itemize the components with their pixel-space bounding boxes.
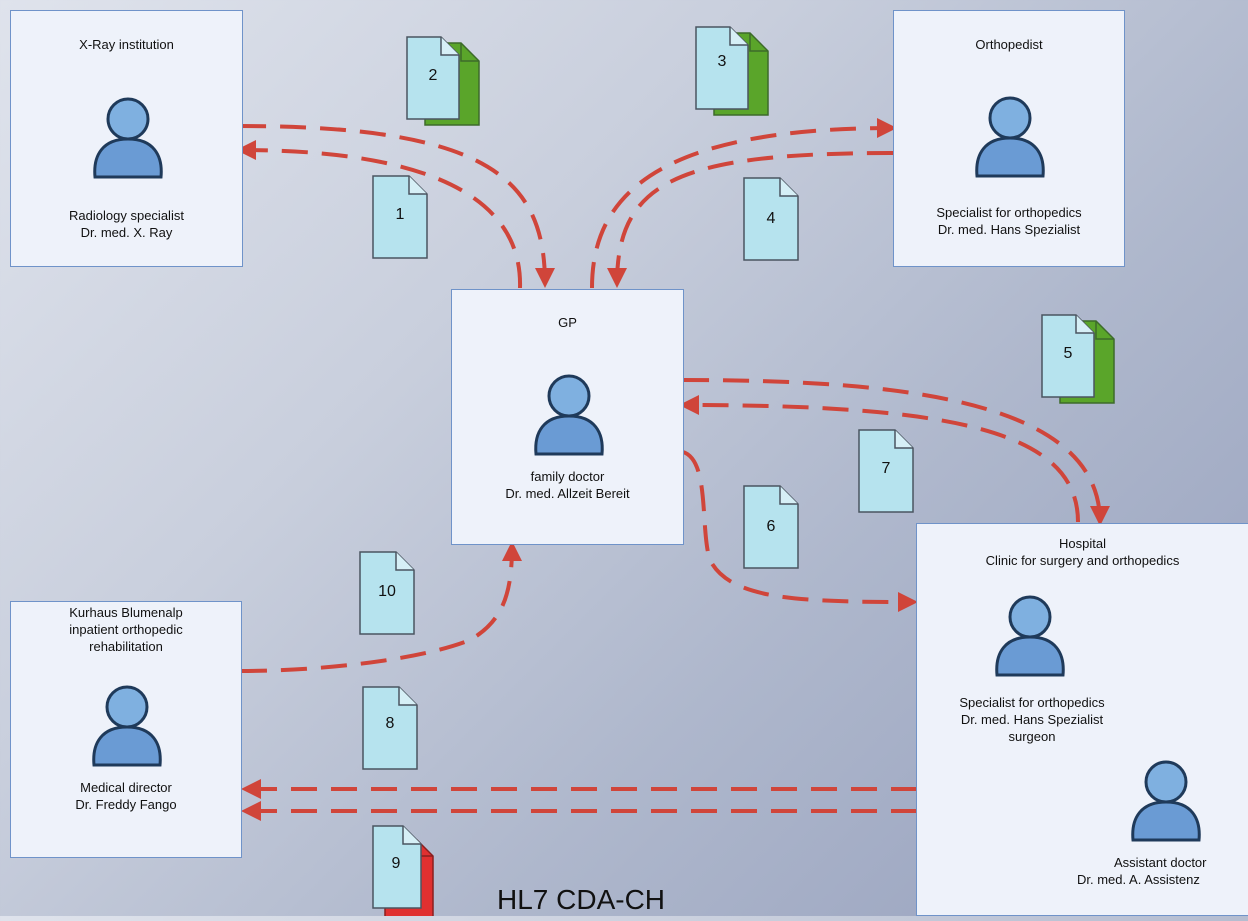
node-gp: GP family doctor Dr. med. Allzeit Bereit (451, 289, 684, 545)
diagram-title: HL7 CDA-CH (497, 884, 666, 915)
rehab-type: inpatient orthopedic (69, 622, 183, 637)
assistant-name: Dr. med. A. Assistenz (1077, 872, 1200, 887)
document-6: 6 (742, 484, 800, 570)
person-icon (975, 96, 1045, 178)
person-icon (995, 595, 1065, 677)
person-extra-role: surgeon (1008, 729, 1056, 744)
node-rehab: Kurhaus Blumenalp inpatient orthopedic r… (10, 601, 242, 858)
role-label: Radiology specialist (69, 208, 184, 223)
arrow-hospital-to-gp (679, 395, 1080, 523)
document-number: 9 (391, 855, 401, 872)
node-title: Kurhaus Blumenalp inpatient orthopedic r… (11, 604, 241, 655)
role-label: Medical director (80, 780, 172, 795)
arrow-gp-to-hospital-a (682, 378, 1110, 526)
role-label: family doctor (530, 469, 605, 484)
document-number: 7 (881, 460, 891, 477)
document-stack-icon (1041, 314, 1115, 404)
document-10: 10 (358, 550, 416, 636)
document-number: 1 (395, 206, 405, 223)
document-icon (743, 177, 799, 261)
document-stack-icon (406, 36, 480, 126)
node-details: family doctor Dr. med. Allzeit Bereit (452, 468, 683, 502)
document-number: 10 (378, 583, 396, 600)
assistant-role: Assistant doctor (1114, 855, 1207, 870)
node-details: Specialist for orthopedics Dr. med. Hans… (917, 694, 1147, 745)
arrow-gp-to-ortho (590, 118, 897, 289)
person-icon (534, 374, 604, 456)
rehab-type-2: rehabilitation (89, 639, 163, 654)
person-name: Dr. med. Hans Spezialist (937, 222, 1081, 237)
document-2: 2 (405, 35, 481, 127)
document-number: 6 (766, 518, 776, 535)
document-stack-icon (695, 26, 769, 116)
arrow-ortho-to-gp (607, 151, 894, 288)
node-title: Hospital Clinic for surgery and orthoped… (917, 535, 1248, 569)
person-name: Dr. Freddy Fango (75, 797, 177, 812)
person-name: Dr. med. Hans Spezialist (960, 712, 1104, 727)
node-details: Radiology specialist Dr. med. X. Ray (11, 207, 242, 241)
document-stack-icon (372, 825, 434, 921)
document-9: 9 (371, 824, 435, 921)
document-number: 2 (428, 67, 438, 84)
document-icon (743, 485, 799, 569)
person-icon (92, 685, 162, 767)
document-icon (372, 175, 428, 259)
node-hospital: Hospital Clinic for surgery and orthoped… (916, 523, 1248, 916)
document-icon (362, 686, 418, 770)
node-details: Specialist for orthopedics Dr. med. Hans… (894, 204, 1124, 238)
document-7: 7 (857, 428, 915, 514)
role-label: Specialist for orthopedics (959, 695, 1105, 710)
assistant-details: Assistant doctor Dr. med. A. Assistenz (1077, 854, 1248, 888)
node-title: GP (558, 315, 577, 330)
arrow-gp-to-xray (236, 140, 523, 289)
person-name: Dr. med. Allzeit Bereit (505, 486, 630, 501)
document-number: 4 (766, 210, 776, 227)
node-orthopedist: Orthopedist Specialist for orthopedics D… (893, 10, 1125, 267)
document-icon (858, 429, 914, 513)
node-xray-institution: X-Ray institution Radiology specialist D… (10, 10, 243, 267)
document-8: 8 (361, 685, 419, 771)
role-label: Specialist for orthopedics (936, 205, 1082, 220)
document-number: 5 (1063, 345, 1073, 362)
rehab-name: Kurhaus Blumenalp (69, 605, 183, 620)
hospital-department: Clinic for surgery and orthopedics (985, 553, 1180, 568)
arrow-xray-to-gp (239, 124, 555, 288)
document-icon (359, 551, 415, 635)
node-title: Orthopedist (975, 37, 1043, 52)
person-name: Dr. med. X. Ray (80, 225, 173, 240)
document-5: 5 (1040, 313, 1116, 405)
document-3: 3 (694, 25, 770, 117)
assistant-person-icon (1131, 760, 1201, 842)
document-number: 3 (717, 53, 727, 70)
document-1: 1 (371, 174, 429, 260)
node-title: X-Ray institution (79, 37, 174, 52)
document-4: 4 (742, 176, 800, 262)
hospital-name: Hospital (1059, 536, 1106, 551)
arrow-gp-to-hospital-b (682, 450, 918, 612)
document-number: 8 (385, 715, 395, 732)
node-details: Medical director Dr. Freddy Fango (11, 779, 241, 813)
arrow-rehab-to-gp (240, 541, 522, 673)
person-icon (93, 97, 163, 179)
